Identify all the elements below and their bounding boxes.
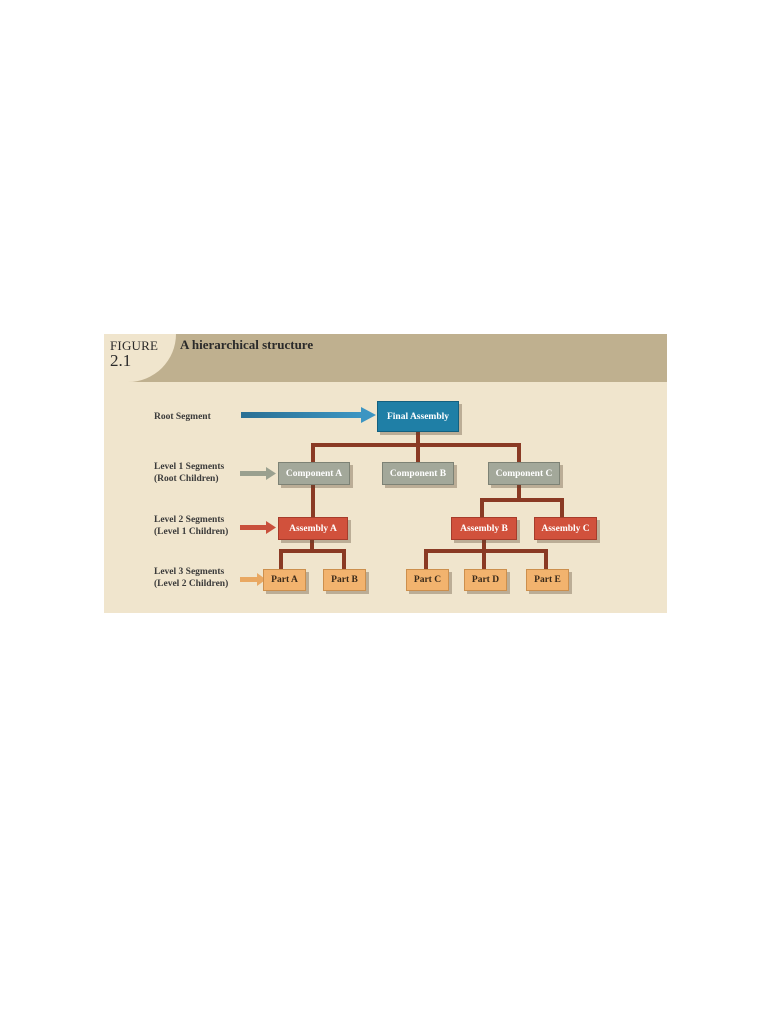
level-label-2-line2: (Level 1 Children) [154, 527, 229, 537]
node-part-b: Part B [323, 569, 366, 591]
tree-connectors [279, 432, 564, 569]
hierarchical-structure-figure: FIGURE 2.1 A hierarchical structure [104, 334, 667, 613]
level-label-1: Level 1 Segments (Root Children) [154, 461, 224, 485]
node-component-b: Component B [382, 462, 454, 485]
node-part-e: Part E [526, 569, 569, 591]
level-label-1-line2: (Root Children) [154, 474, 219, 484]
node-assembly-a: Assembly A [278, 517, 348, 540]
level-label-root-line1: Root Segment [154, 412, 211, 422]
figure-header [104, 334, 667, 382]
figure-title: A hierarchical structure [180, 337, 314, 352]
level2-arrow [240, 521, 276, 534]
level-label-root: Root Segment [154, 411, 211, 423]
diagram-connectors [240, 407, 564, 586]
node-part-d: Part D [464, 569, 507, 591]
node-assembly-b: Assembly B [451, 517, 517, 540]
level1-arrow [240, 467, 276, 480]
level-label-3: Level 3 Segments (Level 2 Children) [154, 566, 228, 590]
level-label-1-line1: Level 1 Segments [154, 462, 225, 472]
level3-arrow [240, 573, 266, 586]
node-part-c: Part C [406, 569, 449, 591]
node-part-a: Part A [263, 569, 306, 591]
figure-number: 2.1 [110, 351, 132, 370]
node-final-assembly: Final Assembly [377, 401, 459, 432]
node-assembly-c: Assembly C [534, 517, 597, 540]
node-component-a: Component A [278, 462, 350, 485]
node-component-c: Component C [488, 462, 560, 485]
root-arrow [241, 407, 376, 423]
level-label-2: Level 2 Segments (Level 1 Children) [154, 514, 228, 538]
figure-label-word: FIGURE [110, 338, 159, 353]
level-label-2-line1: Level 2 Segments [154, 515, 225, 525]
level-label-3-line1: Level 3 Segments [154, 567, 225, 577]
level-label-3-line2: (Level 2 Children) [154, 579, 229, 589]
